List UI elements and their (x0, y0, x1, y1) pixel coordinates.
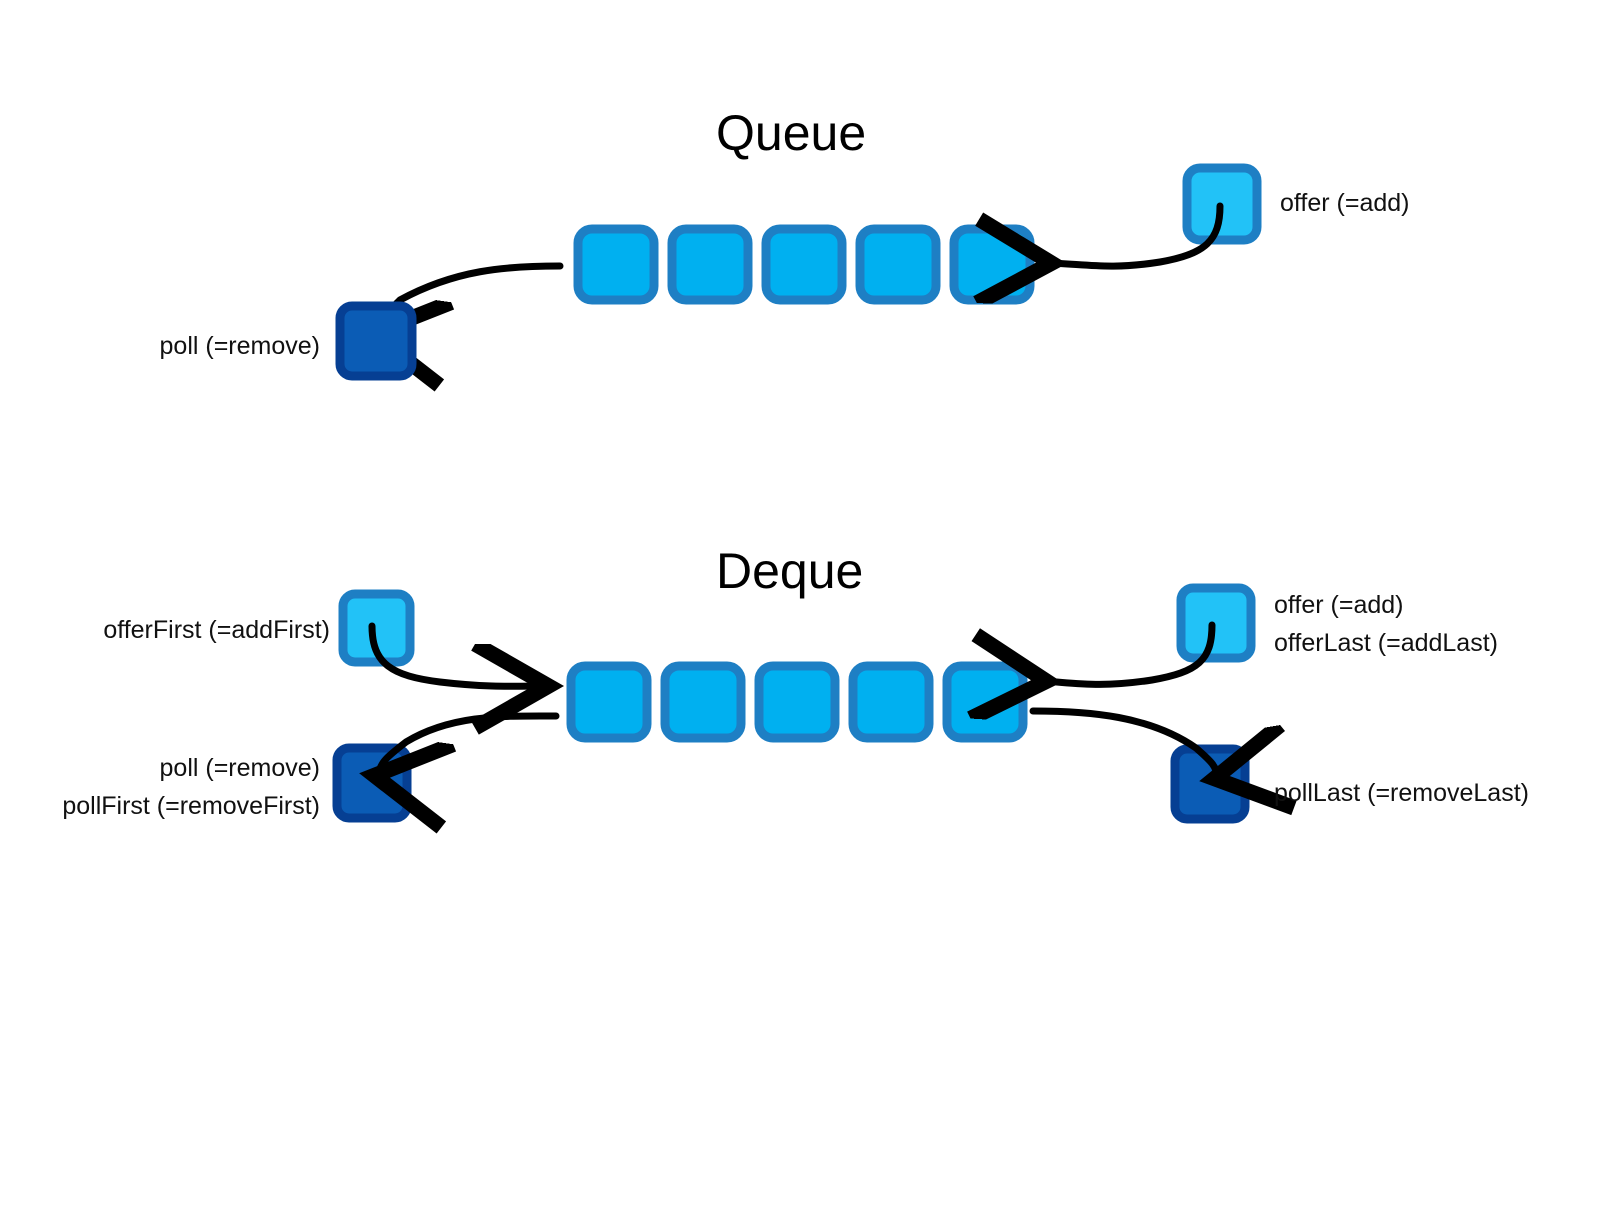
queue-poll-label: poll (=remove) (159, 332, 320, 360)
deque-offer-last-label-2: offerLast (=addLast) (1274, 629, 1498, 657)
deque-poll-first-arrow (378, 712, 560, 776)
deque-offer-first-box (338, 589, 415, 667)
queue-element-3 (855, 224, 941, 305)
deque-element-2 (754, 661, 840, 743)
queue-element-2 (761, 224, 847, 305)
deque-poll-first-box (332, 743, 412, 823)
deque-elements (566, 661, 1028, 743)
deque-offer-last-label-1: offer (=add) (1274, 591, 1404, 619)
deque-offer-first-label: offerFirst (=addFirst) (103, 616, 330, 644)
queue-title: Queue (716, 105, 867, 161)
deque-offer-first-arrow (368, 622, 545, 686)
deque-offer-last-arrow (1043, 621, 1216, 684)
deque-element-1 (660, 661, 746, 743)
deque-title: Deque (716, 543, 864, 599)
deque-poll-last-label: pollLast (=removeLast) (1274, 779, 1529, 807)
deque-poll-last-arrow (1029, 707, 1218, 778)
queue-element-4 (949, 224, 1035, 305)
deque-element-4 (942, 661, 1028, 743)
deque-offer-last-box (1176, 583, 1256, 663)
deque-element-0 (566, 661, 652, 743)
queue-element-1 (667, 224, 753, 305)
queue-element-0 (573, 224, 659, 305)
deque-poll-first-label-1: poll (=remove) (159, 754, 320, 782)
queue-offer-arrow (1048, 202, 1224, 266)
deque-element-3 (848, 661, 934, 743)
queue-offer-label: offer (=add) (1280, 189, 1410, 217)
queue-elements (573, 224, 1035, 305)
queue-poll-box (335, 301, 417, 381)
deque-poll-first-label-2: pollFirst (=removeFirst) (62, 792, 320, 820)
